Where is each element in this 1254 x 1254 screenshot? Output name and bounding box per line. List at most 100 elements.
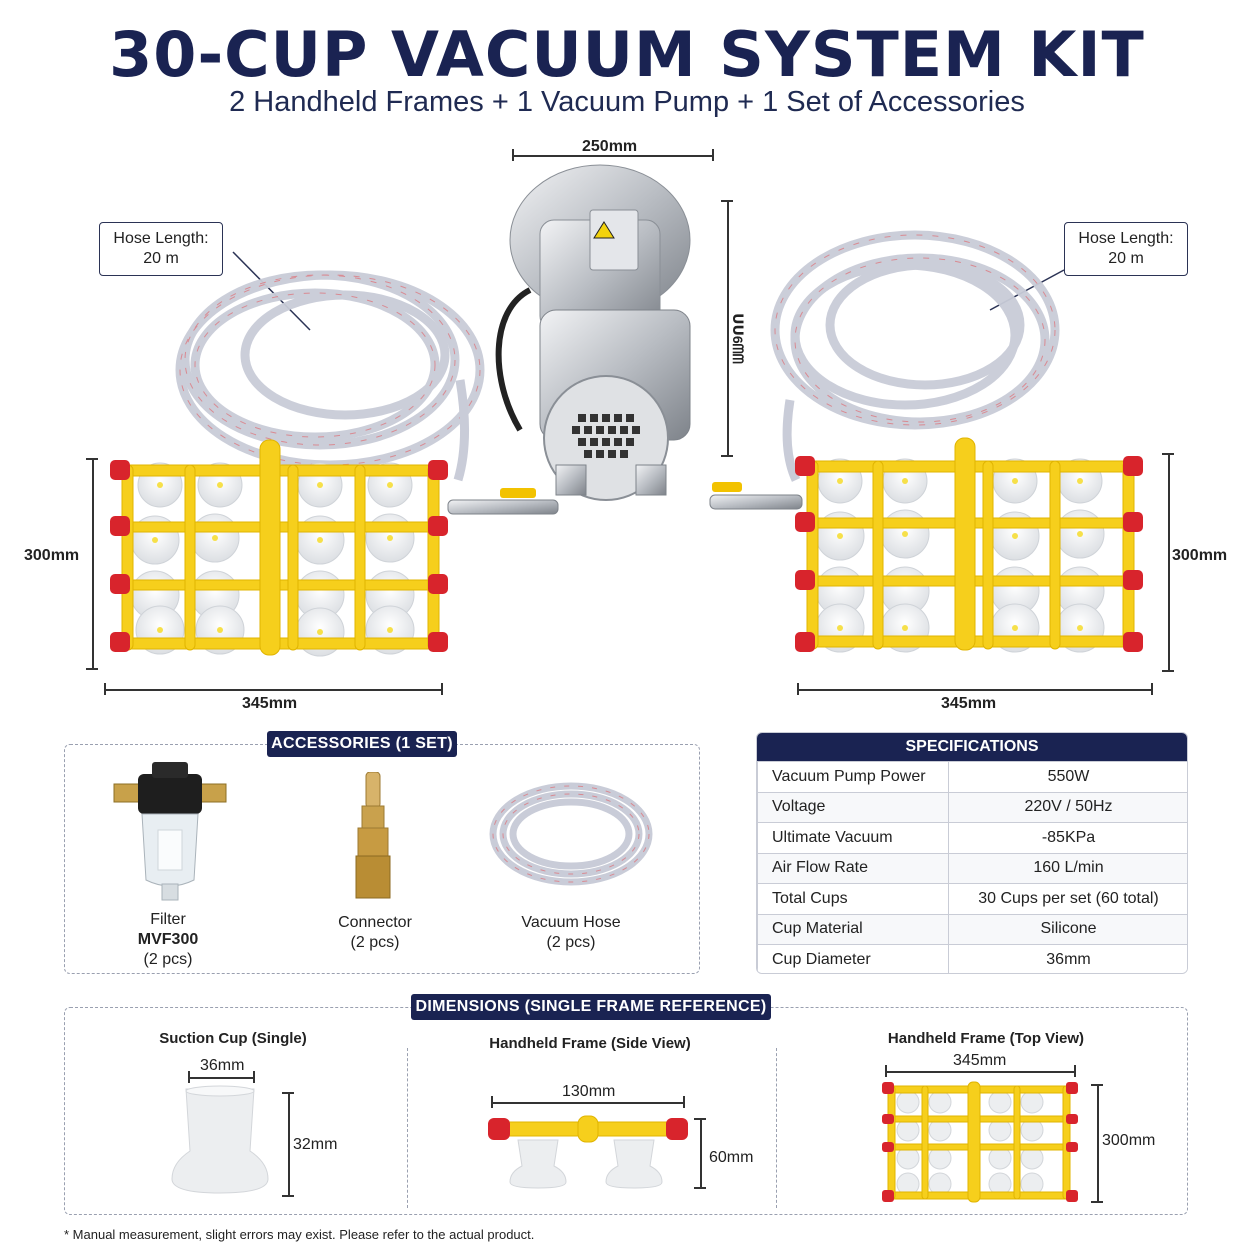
right-frame-height-label: 300mm [1172, 547, 1228, 564]
left-frame-width-label: 345mm [242, 695, 298, 712]
cup-width-label: 36mm [200, 1057, 245, 1074]
pump-width-line [512, 155, 714, 157]
tick [104, 683, 106, 695]
hose-callout-line2: 20 m [1108, 250, 1144, 267]
table-row: Ultimate Vacuum-85KPa [757, 822, 1187, 854]
spec-value: 30 Cups per set (60 total) [948, 883, 1187, 915]
divider [407, 1048, 408, 1208]
accessory-hose-label: Vacuum Hose (2 pcs) [506, 913, 636, 953]
vacuum-pump-icon [495, 164, 691, 501]
pump-height-tick-t [721, 200, 733, 202]
pump-height-tick-b [721, 455, 733, 457]
spec-value: 36mm [948, 944, 1187, 973]
spec-label: Cup Diameter [757, 944, 949, 973]
tick [1162, 670, 1174, 672]
side-width-line [491, 1102, 684, 1104]
top-height-line [1097, 1084, 1099, 1202]
hose-callout-line1: Hose Length: [113, 230, 209, 247]
spec-label: Voltage [757, 791, 949, 823]
spec-label: Total Cups [757, 883, 949, 915]
spec-value: 220V / 50Hz [948, 791, 1187, 823]
suction-cup-icon [171, 1085, 269, 1194]
accessory-name: Filter [150, 911, 186, 928]
left-frame-height-label: 300mm [24, 547, 80, 564]
hose-callout-line2: 20 m [143, 250, 179, 267]
pump-width-label: 250mm [582, 138, 638, 155]
left-frame-height-line [92, 458, 94, 668]
spec-value: -85KPa [948, 822, 1187, 854]
spec-label: Vacuum Pump Power [757, 761, 949, 793]
filter-icon [113, 762, 227, 901]
tick [694, 1118, 706, 1120]
tick [188, 1071, 190, 1083]
accessory-qty: (2 pcs) [350, 934, 400, 951]
spec-label: Ultimate Vacuum [757, 822, 949, 854]
tick [86, 668, 98, 670]
cup-width-line [188, 1077, 254, 1079]
tick [253, 1071, 255, 1083]
accessory-filter-label: Filter MVF300 (2 pcs) [118, 910, 218, 970]
side-view-icon [488, 1115, 688, 1189]
right-frame-width-line [797, 689, 1152, 691]
right-frame-height-line [1168, 453, 1170, 671]
accessory-name: Connector [338, 914, 412, 931]
accessory-qty: (2 pcs) [546, 934, 596, 951]
product-illustration [110, 164, 1143, 657]
hose-callout-line1: Hose Length: [1078, 230, 1174, 247]
tick [491, 1096, 493, 1108]
top-width-label: 345mm [953, 1052, 1007, 1069]
accessory-qty: (2 pcs) [143, 951, 193, 968]
left-frame-width-line [104, 689, 442, 691]
dimensions-heading: DIMENSIONS (SINGLE FRAME REFERENCE) [411, 994, 771, 1020]
pump-width-tick-l [512, 149, 514, 161]
tick [86, 458, 98, 460]
spec-label: Air Flow Rate [757, 852, 949, 884]
tick [282, 1195, 294, 1197]
specifications-heading: SPECIFICATIONS [757, 733, 1187, 761]
accessory-model: MVF300 [137, 931, 199, 948]
divider [776, 1048, 777, 1208]
hose-length-callout-left: Hose Length: 20 m [99, 222, 223, 276]
side-height-label: 60mm [709, 1149, 754, 1166]
cup-height-line [288, 1092, 290, 1196]
side-view-title: Handheld Frame (Side View) [489, 1035, 691, 1052]
tick [1074, 1065, 1076, 1077]
tick [797, 683, 799, 695]
right-frame-width-label: 345mm [941, 695, 997, 712]
tick [282, 1092, 294, 1094]
tick [885, 1065, 887, 1077]
suction-frame-icon [110, 439, 448, 657]
spec-label: Cup Material [757, 913, 949, 945]
top-view-icon [882, 1081, 1078, 1203]
accessories-heading: ACCESSORIES (1 SET) [267, 731, 457, 757]
top-width-line [885, 1071, 1075, 1073]
tick [1091, 1201, 1103, 1203]
top-view-title: Handheld Frame (Top View) [887, 1030, 1085, 1047]
tick [683, 1096, 685, 1108]
tick [441, 683, 443, 695]
top-height-label: 300mm [1102, 1132, 1156, 1149]
tick [1162, 453, 1174, 455]
hose-length-callout-right: Hose Length: 20 m [1064, 222, 1188, 276]
spec-value: 160 L/min [948, 852, 1187, 884]
footnote: * Manual measurement, slight errors may … [64, 1227, 535, 1242]
spec-value: 550W [948, 761, 1187, 793]
page-subtitle: 2 Handheld Frames + 1 Vacuum Pump + 1 Se… [229, 86, 1025, 118]
cup-height-label: 32mm [293, 1136, 338, 1153]
hose-coil-icon [489, 782, 653, 886]
pump-width-tick-r [712, 149, 714, 161]
connector-icon [355, 772, 391, 899]
cup-dimension-title: Suction Cup (Single) [159, 1030, 307, 1047]
side-height-line [700, 1118, 702, 1188]
accessory-name: Vacuum Hose [521, 914, 621, 931]
page-title: 30-CUP VACUUM SYSTEM KIT [109, 18, 1145, 91]
spec-value: Silicone [948, 913, 1187, 945]
